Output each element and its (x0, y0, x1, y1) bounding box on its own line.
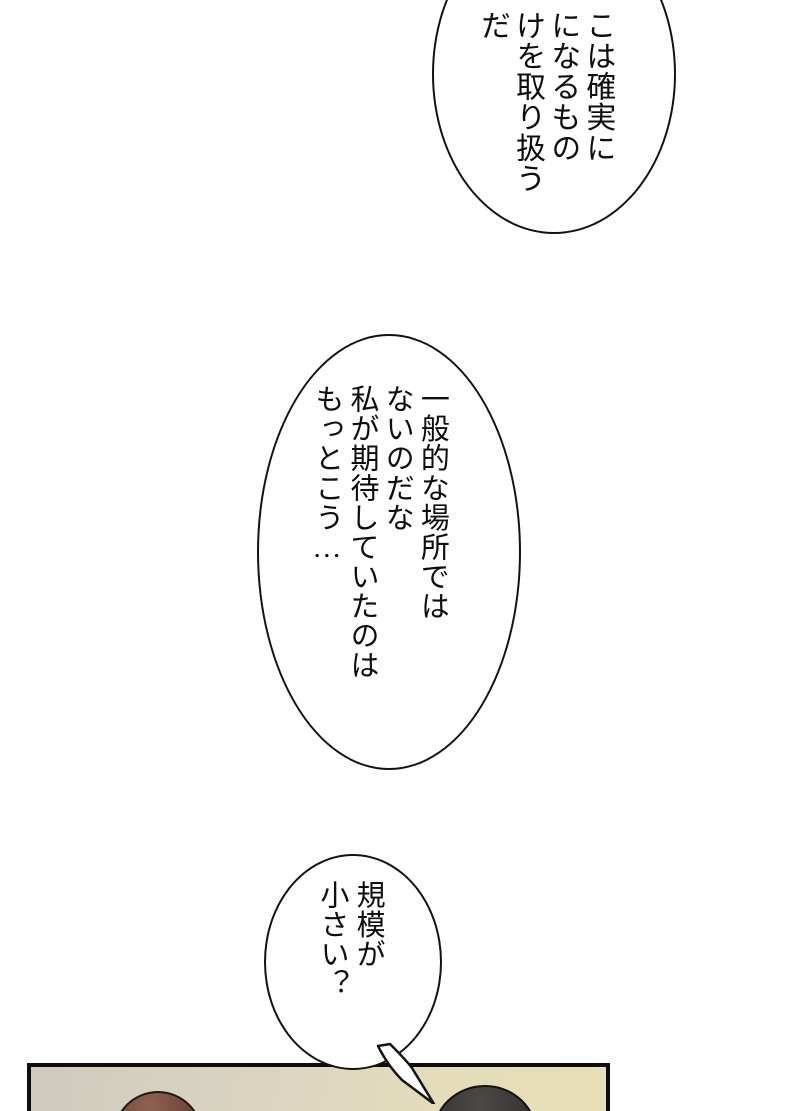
character-head-right (433, 1085, 537, 1111)
character-head-left (113, 1091, 203, 1111)
bubble-3-line-2: 小さい？ (316, 880, 348, 999)
bubble-2-line-3: 私が期待していたのは (346, 384, 378, 680)
comic-panel-bottom (27, 1063, 610, 1111)
speech-bubble-1-text: こは確実に になるもの けを取り扱う だ (434, 0, 674, 232)
bubble-1-line-3: けを取り扱う (511, 10, 544, 194)
bubble-1-line-4: だ (475, 10, 509, 41)
bubble-1-line-1: こは確実に (581, 10, 615, 163)
speech-bubble-2: 一般的な場所では ないのだな 私が期待していたのは もっとこう… (257, 334, 521, 770)
bubble-2-line-2: ないのだな (381, 384, 414, 532)
speech-bubble-3-text: 規模が 小さい？ (266, 856, 440, 1068)
bubble-1-line-2: になるもの (546, 10, 580, 163)
bubble-2-line-1: 一般的な場所では (416, 384, 449, 621)
bubble-2-line-4: もっとこう… (310, 384, 343, 565)
bubble-3-line-1: 規模が (352, 880, 385, 969)
speech-bubble-3: 規模が 小さい？ (264, 854, 442, 1070)
speech-bubble-1: こは確実に になるもの けを取り扱う だ (432, 0, 676, 234)
speech-bubble-2-text: 一般的な場所では ないのだな 私が期待していたのは もっとこう… (259, 336, 519, 768)
